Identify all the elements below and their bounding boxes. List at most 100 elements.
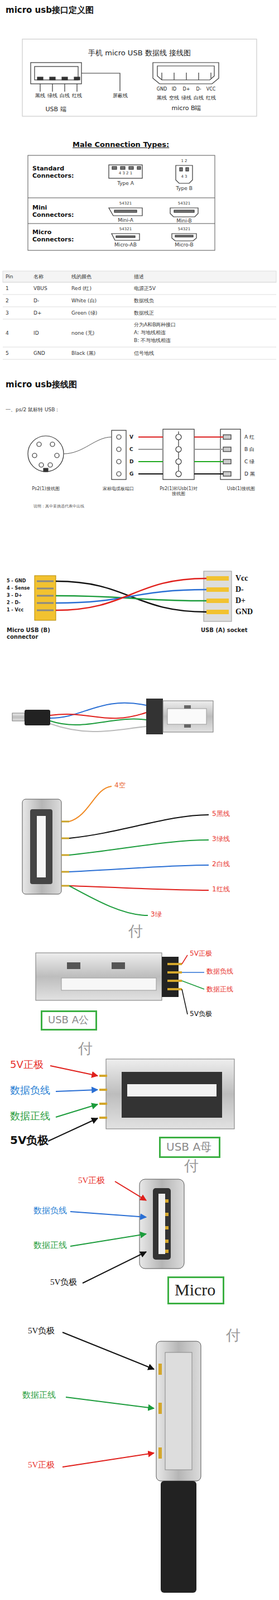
label-text: Red (红) [71,285,92,291]
connector-face [112,166,117,170]
cable-illustration [184,704,191,708]
label-text: D+ [235,595,246,605]
label-text: 家标电缆板端口 [102,485,134,491]
micro-female-photo [165,1210,169,1215]
label-text: V [129,433,134,440]
micro-connector-drawing [61,836,70,839]
usb-a-female-photo [106,1057,235,1128]
label-text: Micro-AB [114,241,137,248]
label-text: 付 [128,921,143,939]
usb-a-male-photo [111,960,125,968]
box-label: Micro [174,1278,218,1298]
ps2-wiring [162,428,195,479]
cable-illustration [50,722,147,731]
pin-leader [47,1064,98,1140]
boxed-caption: Micro [167,1274,225,1303]
label-text: 2 - D- [6,599,21,605]
pin-leader [47,1116,98,1140]
ps2-wiring [175,458,182,464]
label-text: Usb(1)接线图 [227,485,256,491]
ps2-wiring [116,446,122,451]
ps2-wiring [36,441,42,446]
label-text: 付 [78,1038,93,1056]
ps2-wiring [175,433,182,440]
micro-female-photo [139,1177,185,1267]
pin-leader [70,1209,147,1216]
label-text: 5V正极 [78,1174,105,1184]
label-text: Pin [5,273,13,279]
label-text: 数据正线 [33,1238,67,1249]
usb-a-socket [206,597,229,603]
label-text: 数据负线 [10,1083,51,1095]
pin-leader [82,1249,147,1282]
micro-b-connector [34,574,56,620]
micro-connector-drawing [36,814,46,877]
cable-illustration [50,718,147,724]
usb-a-male-photo [35,951,162,999]
label-text: 54321 [178,200,191,206]
micro-b-connector [36,608,54,611]
label-text: 电源正5V [133,285,156,291]
label-text: 1 - Vcc [6,606,24,612]
ps2-wiring [223,470,232,476]
usb-a-socket [206,608,229,614]
label-text: 5V正极 [10,1057,44,1070]
label-text: A 红 [244,433,255,440]
label-text: 5V正极 [189,948,213,957]
pin-leader [65,1395,155,1407]
usb-a-socket [206,586,229,591]
usb-a-socket [203,570,232,621]
label-text: Standard Connectors: [32,165,83,180]
boxed-caption: USB A母 [159,1134,221,1157]
label-text: C 绿 [244,458,255,464]
label-text: Type B [175,185,193,191]
connection-wire [55,588,207,603]
micro-female-photo [165,1237,169,1241]
label-text: 4空 [114,780,126,789]
micro-b-plug-outline [173,72,175,80]
table-grid [2,281,277,283]
label-text: White (白) [71,297,97,303]
connector-face [174,209,195,213]
label-text: B: 不与地线相连 [133,337,171,343]
label-text: Type A [117,180,134,186]
table-grid [2,294,277,295]
label-text: G [129,470,134,476]
cable-illustration [167,707,207,724]
cable-illustration [12,697,214,734]
label-text: ID [171,86,177,92]
label-text: USB (A) socket [200,626,257,633]
label-text: none (无) [71,329,95,336]
label-text: VBUS [33,285,48,291]
label-text: 空线 [169,94,180,101]
label-text: Mini Connectors: [32,204,83,219]
label-text: GND [156,86,167,92]
micro-b-connector [36,601,54,604]
micro-connector-drawing [61,819,70,822]
label-text: 数据负线 [206,966,234,975]
label-text: 2 [5,297,9,303]
connection-wire [55,580,207,612]
label-text: 分为A和B两种接口 [133,321,176,327]
label-text: 黑线 [35,92,46,99]
label-text: 3绿 [150,909,162,918]
ps2-wiring [47,462,53,467]
connector-face [120,166,125,170]
label-text: micro B端 [171,104,202,113]
label-text: 4 [5,329,9,336]
ps2-wiring [220,428,241,479]
table-grid [2,318,277,320]
ps2-wiring [116,470,122,476]
label-text: 数据正线 [10,1108,51,1121]
usb-a-female-photo [99,1100,108,1104]
label-text: 红线 [205,94,216,101]
label-text: 绿线 [181,94,192,101]
label-text: 数据正线 [22,1388,56,1398]
solder-wire [69,884,209,889]
label-text: 5V正极 [27,1458,55,1468]
label-text: ID [33,329,40,336]
label-text: 54321 [119,226,132,232]
micro-b-plug-outline [161,72,162,80]
connector-face [108,207,143,216]
micro-connector-drawing [61,883,70,886]
